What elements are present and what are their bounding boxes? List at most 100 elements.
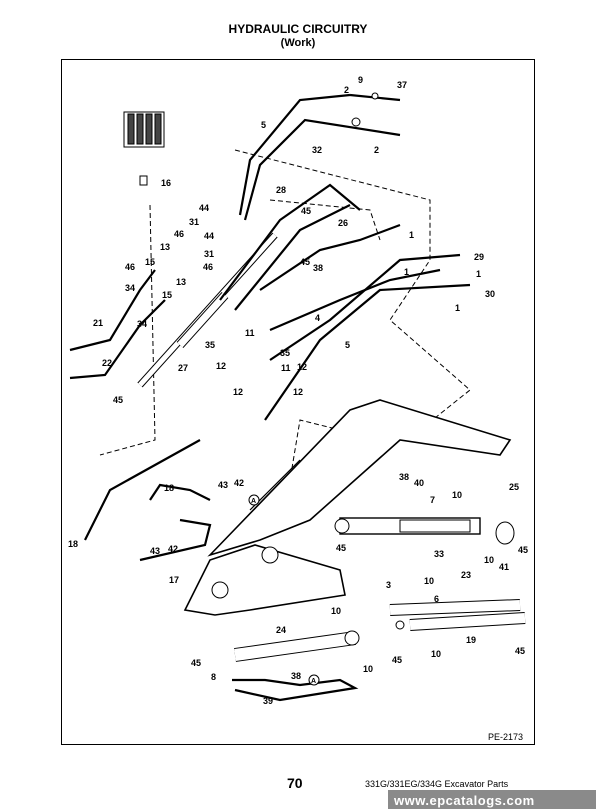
control-valve bbox=[123, 111, 165, 148]
callout-10: 10 bbox=[431, 649, 441, 659]
callout-3: 3 bbox=[386, 580, 391, 590]
diagram-subtitle: (Work) bbox=[280, 37, 316, 49]
watermark: www.epcatalogs.com bbox=[394, 793, 535, 808]
callout-46: 46 bbox=[174, 229, 184, 239]
callout-9: 9 bbox=[358, 75, 363, 85]
callout-34: 34 bbox=[125, 283, 135, 293]
callout-11: 11 bbox=[281, 363, 291, 373]
callout-45: 45 bbox=[515, 646, 525, 656]
diagram-title: HYDRAULIC CIRCUITRY bbox=[228, 22, 368, 36]
callout-44: 44 bbox=[204, 231, 214, 241]
watermark-background bbox=[388, 790, 596, 809]
marker-A: A bbox=[251, 498, 256, 505]
callout-46: 46 bbox=[125, 262, 135, 272]
callout-5: 5 bbox=[345, 340, 350, 350]
callout-17: 17 bbox=[169, 575, 179, 585]
callout-33: 33 bbox=[434, 549, 444, 559]
callout-42: 42 bbox=[234, 478, 244, 488]
callout-31: 31 bbox=[204, 249, 214, 259]
callout-32: 32 bbox=[312, 145, 322, 155]
callout-13: 13 bbox=[160, 242, 170, 252]
hose-26 bbox=[234, 204, 351, 311]
swing-bracket bbox=[183, 544, 346, 616]
callout-37: 37 bbox=[397, 80, 407, 90]
callout-18: 18 bbox=[164, 483, 174, 493]
hose-22 bbox=[69, 299, 166, 380]
callout-6: 6 bbox=[434, 594, 439, 604]
callout-35: 35 bbox=[280, 348, 290, 358]
callout-18: 18 bbox=[68, 539, 78, 549]
callout-45: 45 bbox=[336, 543, 346, 553]
callout-43: 43 bbox=[218, 480, 228, 490]
callout-45: 45 bbox=[191, 658, 201, 668]
callout-24: 24 bbox=[276, 625, 286, 635]
callout-12: 12 bbox=[297, 362, 307, 372]
hose-30 bbox=[264, 283, 471, 421]
callout-10: 10 bbox=[424, 576, 434, 586]
callout-29: 29 bbox=[474, 252, 484, 262]
cylinder-19 bbox=[389, 599, 526, 631]
callout-45: 45 bbox=[301, 206, 311, 216]
callout-22: 22 bbox=[102, 358, 112, 368]
hose-28 bbox=[219, 183, 361, 301]
callout-4: 4 bbox=[315, 313, 320, 323]
dashed-outline-top bbox=[269, 199, 381, 241]
callout-21: 21 bbox=[93, 318, 103, 328]
fitting-16 bbox=[139, 175, 148, 186]
callout-45: 45 bbox=[113, 395, 123, 405]
callout-43: 43 bbox=[150, 546, 160, 556]
callout-38: 38 bbox=[313, 263, 323, 273]
callout-15: 15 bbox=[162, 290, 172, 300]
callout-16: 16 bbox=[161, 178, 171, 188]
callout-11: 11 bbox=[245, 328, 255, 338]
boom-arm bbox=[207, 399, 512, 557]
hose-32 bbox=[243, 118, 401, 221]
callout-1: 1 bbox=[476, 269, 481, 279]
cylinder-24 bbox=[232, 630, 360, 702]
cylinder-33 bbox=[334, 517, 481, 535]
callout-27: 27 bbox=[178, 363, 188, 373]
marker-A: A bbox=[311, 678, 316, 685]
callout-19: 19 bbox=[466, 635, 476, 645]
callout-2: 2 bbox=[374, 145, 379, 155]
callout-46: 46 bbox=[203, 262, 213, 272]
callout-10: 10 bbox=[484, 555, 494, 565]
callout-31: 31 bbox=[189, 217, 199, 227]
callout-45: 45 bbox=[392, 655, 402, 665]
hose-21 bbox=[69, 269, 156, 352]
hose-29 bbox=[269, 253, 461, 361]
callout-10: 10 bbox=[452, 490, 462, 500]
drawing-reference: PE-2173 bbox=[488, 732, 524, 742]
page-number: 70 bbox=[287, 775, 303, 791]
callout-2: 2 bbox=[344, 85, 349, 95]
callout-26: 26 bbox=[338, 218, 348, 228]
callout-7: 7 bbox=[430, 495, 435, 505]
callout-10: 10 bbox=[363, 664, 373, 674]
callout-8: 8 bbox=[211, 672, 216, 682]
callout-15: 15 bbox=[145, 257, 155, 267]
callout-5: 5 bbox=[261, 120, 266, 130]
callout-40: 40 bbox=[414, 478, 424, 488]
callout-1: 1 bbox=[455, 303, 460, 313]
callout-12: 12 bbox=[293, 387, 303, 397]
callout-23: 23 bbox=[461, 570, 471, 580]
callout-39: 39 bbox=[263, 696, 273, 706]
callout-35: 35 bbox=[205, 340, 215, 350]
callout-45: 45 bbox=[518, 545, 528, 555]
callout-10: 10 bbox=[331, 606, 341, 616]
callout-12: 12 bbox=[233, 387, 243, 397]
callout-45: 45 bbox=[300, 257, 310, 267]
hose-18b bbox=[149, 483, 211, 501]
callout-12: 12 bbox=[216, 361, 226, 371]
callout-1: 1 bbox=[409, 230, 414, 240]
callout-25: 25 bbox=[509, 482, 519, 492]
hose-5-top bbox=[238, 93, 351, 216]
callout-42: 42 bbox=[168, 544, 178, 554]
diagram-frame bbox=[61, 59, 535, 745]
callout-1: 1 bbox=[404, 267, 409, 277]
callout-38: 38 bbox=[291, 671, 301, 681]
callout-38: 38 bbox=[399, 472, 409, 482]
hose-18a bbox=[84, 439, 201, 541]
footer-text: 331G/331EG/334G Excavator Parts bbox=[365, 779, 509, 789]
